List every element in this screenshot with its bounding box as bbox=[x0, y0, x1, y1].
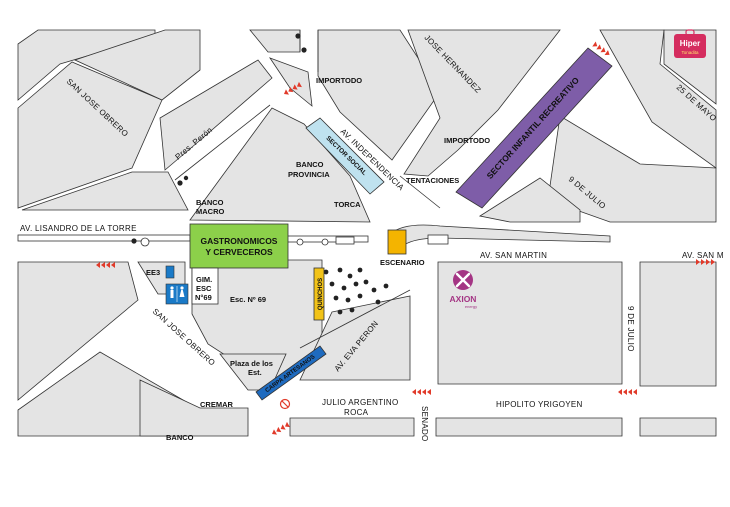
street-hipolito-yrigoyen: HIPOLITO YRIGOYEN bbox=[496, 400, 583, 409]
block-jose-hernandez bbox=[403, 29, 561, 177]
block-bottom-1 bbox=[289, 417, 415, 437]
tree-icon bbox=[363, 279, 369, 285]
place-ee3: EE3 bbox=[146, 268, 160, 277]
block-bottom-2 bbox=[435, 417, 623, 437]
block-importodo bbox=[268, 57, 313, 107]
place-cremar: CREMAR bbox=[200, 400, 233, 409]
block-left-2 bbox=[73, 29, 201, 101]
block-peron bbox=[159, 59, 273, 171]
tree-icon bbox=[337, 267, 343, 273]
block-9-julio-2 bbox=[478, 177, 581, 223]
tree-icon bbox=[347, 273, 353, 279]
place-gim-3: N°69 bbox=[195, 293, 212, 302]
block-bottom-3 bbox=[639, 417, 717, 437]
road-closure-arrows-icon bbox=[592, 41, 610, 56]
place-plaza-1: Plaza de los bbox=[230, 359, 273, 368]
hiper-label-1: Hiper bbox=[680, 39, 700, 48]
ee3-marker bbox=[165, 265, 175, 279]
tree-icon bbox=[177, 180, 183, 186]
tree-icon bbox=[337, 309, 343, 315]
place-importodo-top: IMPORTODO bbox=[316, 76, 362, 85]
tree-icon bbox=[323, 269, 329, 275]
street-roca: ROCA bbox=[344, 408, 369, 417]
avenue-dividers bbox=[17, 224, 611, 249]
block-cremar bbox=[139, 379, 249, 437]
place-banco-provincia-1: BANCO bbox=[296, 160, 324, 169]
area-quinchos: QUINCHOS bbox=[313, 267, 325, 321]
hiper-label-2: Tonadita bbox=[681, 50, 699, 55]
place-tentaciones: TENTACIONES bbox=[406, 176, 459, 185]
street-av-lisandro-de-la-torre: AV. LISANDRO DE LA TORRE bbox=[20, 224, 137, 233]
block-right bbox=[639, 261, 717, 387]
place-gim-2: ESC bbox=[196, 284, 212, 293]
tree-icon bbox=[301, 47, 307, 53]
place-torca: TORCA bbox=[334, 200, 361, 209]
street-julio-argentino: JULIO ARGENTINO bbox=[322, 398, 399, 407]
hiper-logo: Hiper Tonadita bbox=[674, 29, 706, 58]
place-banco-macro-1: BANCO bbox=[196, 198, 224, 207]
axion-label-1: AXION bbox=[450, 294, 477, 304]
block-left-1 bbox=[17, 61, 163, 209]
place-gim-1: GIM. bbox=[196, 275, 212, 284]
tree-icon bbox=[383, 283, 389, 289]
gym-building bbox=[191, 267, 219, 305]
tree-icon bbox=[357, 293, 363, 299]
place-esc69: Esc. Nº 69 bbox=[230, 295, 266, 304]
tree-icon bbox=[371, 287, 377, 293]
place-banco-provincia-2: PROVINCIA bbox=[288, 170, 330, 179]
block-peron-2 bbox=[21, 171, 189, 211]
tree-icon bbox=[375, 299, 381, 305]
tree-icon bbox=[329, 281, 335, 287]
tree-icon bbox=[131, 238, 137, 244]
axion-logo: AXION energy bbox=[450, 270, 477, 309]
place-labels: IMPORTODO IMPORTODO BANCO PROVINCIA TENT… bbox=[146, 76, 490, 442]
place-plaza-2: Est. bbox=[248, 368, 262, 377]
road-closure-arrows-icon bbox=[272, 421, 290, 435]
road-closure-arrows-icon bbox=[696, 259, 715, 265]
block-top-middle bbox=[249, 29, 301, 53]
tree-icon bbox=[341, 285, 347, 291]
place-banco-macro-2: MACRO bbox=[196, 207, 224, 216]
tree-icon bbox=[353, 281, 359, 287]
road-closure-arrows-icon bbox=[618, 389, 637, 395]
axion-label-2: energy bbox=[465, 304, 477, 309]
street-9-de-julio-bottom: 9 DE JULIO bbox=[626, 306, 635, 352]
area-gastronomicos: GASTRONOMICOS Y CERVECEROS bbox=[189, 223, 289, 269]
block-left-lower bbox=[17, 261, 139, 401]
quinchos-label: QUINCHOS bbox=[318, 278, 324, 310]
road-lines bbox=[174, 30, 441, 349]
road-closure-arrows bbox=[96, 41, 715, 435]
gastronomicos-label-1: GASTRONOMICOS bbox=[201, 236, 278, 246]
road-closure-arrows-icon bbox=[284, 81, 302, 95]
no-entry-icon bbox=[279, 398, 291, 410]
place-importodo-right: IMPORTODO bbox=[444, 136, 490, 145]
escenario-stage bbox=[387, 229, 407, 255]
street-senador: SENADO bbox=[420, 406, 429, 442]
restroom-icon bbox=[165, 283, 189, 305]
trees bbox=[131, 33, 389, 315]
tree-icon bbox=[345, 297, 351, 303]
place-banco-bottom: BANCO bbox=[166, 433, 194, 442]
place-escenario: ESCENARIO bbox=[380, 258, 425, 267]
tree-icon bbox=[333, 295, 339, 301]
street-av-san-martin: AV. SAN MARTIN bbox=[480, 251, 547, 260]
street-av-san-m-right: AV. SAN M bbox=[682, 251, 724, 260]
block-axion bbox=[437, 261, 623, 385]
tree-icon bbox=[357, 267, 363, 273]
road-closure-arrows-icon bbox=[96, 262, 115, 268]
tree-icon bbox=[295, 33, 301, 39]
block-top-road bbox=[317, 29, 441, 161]
gastronomicos-label-2: Y CERVECEROS bbox=[205, 247, 273, 257]
road-closure-arrows-icon bbox=[412, 389, 431, 395]
city-blocks bbox=[17, 29, 717, 437]
tree-icon bbox=[183, 175, 189, 181]
tree-icon bbox=[349, 307, 355, 313]
